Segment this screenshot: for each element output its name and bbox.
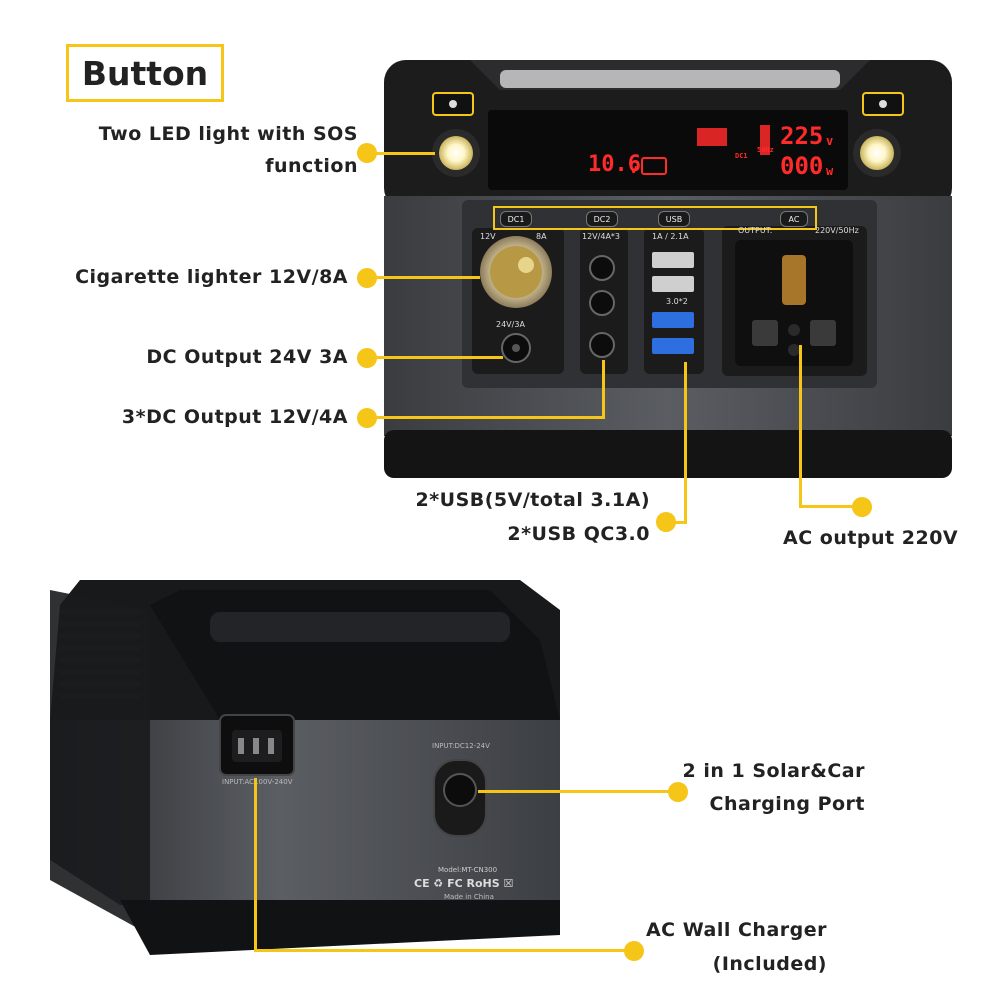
callout-solar-line2: Charging Port: [709, 793, 865, 815]
lcd-voltage-unit: v: [826, 134, 834, 148]
lcd-power: 000: [780, 152, 824, 180]
connector-ac-v: [799, 345, 802, 508]
tag-ac: AC: [780, 211, 808, 227]
connector-acwall-h: [254, 949, 634, 952]
label-input-ac: INPUT:AC100V-240V: [222, 778, 293, 786]
label-8a: 8A: [536, 232, 547, 241]
callout-led-line1: Two LED light with SOS: [98, 123, 358, 145]
label-ac-rating: 220V/50Hz: [815, 226, 859, 235]
back-device: [50, 580, 560, 955]
lcd-battery-unit: v: [630, 162, 638, 176]
label-12v: 12V: [480, 232, 496, 241]
callout-acwall-line2: (Included): [712, 953, 827, 975]
callout-acwall-line1: AC Wall Charger: [645, 919, 827, 941]
connector-solar: [478, 790, 673, 793]
connector-cigarette: [375, 276, 480, 279]
label-model: Model:MT-CN300: [438, 866, 498, 874]
label-output: OUTPUT:: [738, 226, 773, 235]
label-qc: 3.0*2: [666, 297, 688, 306]
lcd-hz: 50Hz: [757, 146, 774, 154]
lcd-dc1: DC1: [735, 152, 748, 160]
label-24v: 24V/3A: [496, 320, 525, 329]
callout-solar-line1: 2 in 1 Solar&Car: [682, 760, 865, 782]
callout-led-line2: function: [265, 155, 358, 177]
dot-ac: [852, 497, 872, 517]
connector-acwall-v: [254, 778, 257, 952]
tag-dc1: DC1: [500, 211, 532, 227]
lcd-power-unit: w: [826, 164, 834, 178]
label-dc2-rating: 12V/4A*3: [582, 232, 620, 241]
connector-dc12-h: [375, 416, 605, 419]
connector-dc12-v: [602, 360, 605, 419]
dot-acwall: [624, 941, 644, 961]
label-cert: CE ♻ FC RoHS ☒: [414, 877, 514, 890]
callout-dc12: 3*DC Output 12V/4A: [121, 406, 348, 428]
label-input-dc: INPUT:DC12-24V: [432, 742, 490, 750]
tag-dc2: DC2: [586, 211, 618, 227]
dot-usb: [656, 512, 676, 532]
dot-dc12: [357, 408, 377, 428]
dot-cigarette: [357, 268, 377, 288]
label-made: Made in China: [444, 893, 494, 901]
title-box: Button: [66, 44, 224, 102]
connector-led: [375, 152, 435, 155]
dot-led: [357, 143, 377, 163]
label-usb-rating: 1A / 2.1A: [652, 232, 689, 241]
connector-dc24: [375, 356, 503, 359]
callout-cigarette: Cigarette lighter 12V/8A: [75, 266, 348, 288]
page-title: Button: [81, 53, 209, 93]
dot-solar: [668, 782, 688, 802]
connector-ac-h: [799, 505, 859, 508]
dot-dc24: [357, 348, 377, 368]
front-device: [384, 60, 952, 478]
callout-usb-line2: 2*USB QC3.0: [507, 523, 650, 545]
connector-usb-v: [684, 362, 687, 524]
lcd-battery: 10.6: [588, 152, 641, 177]
callout-dc24: DC Output 24V 3A: [146, 346, 348, 368]
callout-usb-line1: 2*USB(5V/total 3.1A): [415, 489, 650, 511]
lcd-voltage: 225: [780, 122, 824, 150]
callout-ac-out: AC output 220V: [783, 527, 959, 549]
tag-usb: USB: [658, 211, 690, 227]
